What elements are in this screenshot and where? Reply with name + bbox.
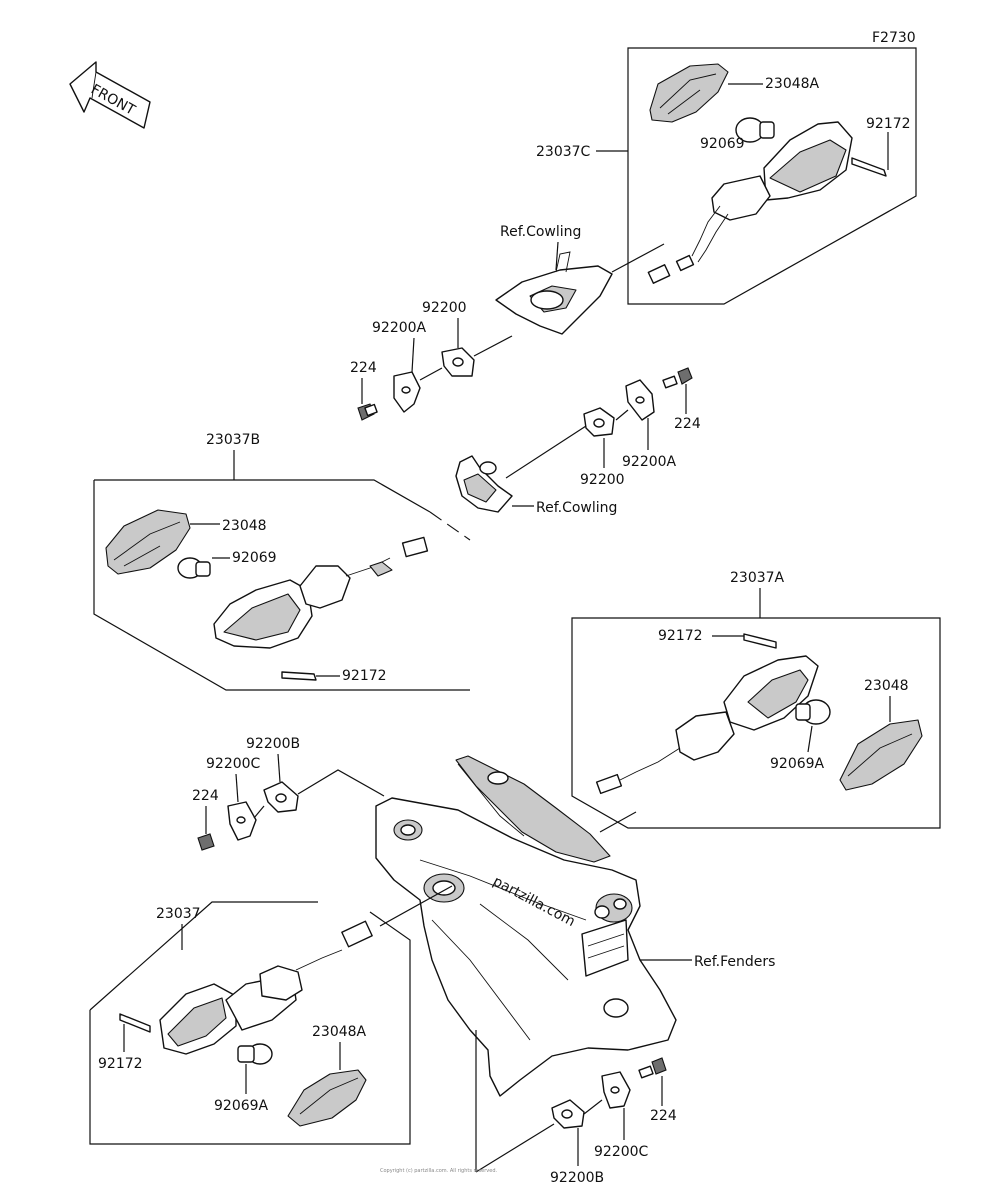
label-92172-right: 92172 [658, 628, 703, 644]
grommet-92200-mid [583, 407, 615, 437]
label-23037: 23037 [156, 906, 201, 922]
screw-92172-right [743, 633, 777, 649]
assembly-23037c-frame [627, 47, 917, 305]
label-23048a-bottom: 23048A [312, 1024, 367, 1040]
label-224-lower: 224 [192, 788, 219, 804]
label-92200b-bottom: 92200B [550, 1170, 604, 1186]
housing-23037 [159, 920, 373, 1055]
cowling-mid [455, 455, 513, 513]
label-224-left: 224 [350, 360, 377, 376]
label-92172-bottom: 92172 [98, 1056, 143, 1072]
housing-23037a [595, 655, 819, 795]
label-92200a-left: 92200A [372, 320, 427, 336]
housing-23037c [647, 121, 853, 284]
label-92200a-right: 92200A [622, 454, 677, 470]
label-92069a-bottom: 92069A [214, 1098, 269, 1114]
assembly-23037c: 23048A 92069 92172 23037C [536, 47, 917, 305]
label-92172-left: 92172 [342, 668, 387, 684]
label-92200c-bottom: 92200C [594, 1144, 649, 1160]
diagram-id: F2730 [872, 30, 916, 46]
screw-92172-top [851, 157, 887, 177]
assembly-23037b: 23037B 23048 92069 92172 [93, 432, 471, 691]
label-ref-cowling-top: Ref.Cowling [500, 224, 581, 240]
bolt-224-left [357, 403, 378, 421]
bracket-92200c-bottom [601, 1071, 631, 1109]
screw-92172-left [281, 671, 317, 681]
label-23037a: 23037A [730, 570, 785, 586]
label-ref-cowling-mid: Ref.Cowling [536, 500, 617, 516]
assembly-23037a: 23037A 92172 23048 92069A [571, 570, 941, 829]
bolt-224-bottom [638, 1057, 667, 1079]
label-224-right: 224 [674, 416, 701, 432]
label-23048-left: 23048 [222, 518, 267, 534]
bulb-92069-top [735, 117, 775, 143]
front-arrow-icon: FRONT [69, 61, 151, 129]
label-92200-top: 92200 [422, 300, 467, 316]
grommet-92200b-bottom [551, 1099, 585, 1129]
label-92200c-top: 92200C [206, 756, 261, 772]
cowling-top [495, 251, 613, 335]
footer-copyright: Copyright (c) partzilla.com. All rights … [380, 1168, 498, 1174]
rear-fender: partzilla.com [375, 755, 677, 1097]
bracket-92200c-top [227, 801, 257, 841]
label-23048a-top: 23048A [765, 76, 820, 92]
label-ref-fenders: Ref.Fenders [694, 954, 775, 970]
lens-23048a-top [649, 63, 729, 123]
label-23037c: 23037C [536, 144, 591, 160]
bolt-224-right [662, 367, 693, 389]
label-92069-top: 92069 [700, 136, 745, 152]
label-92172-top: 92172 [866, 116, 911, 132]
label-224-bottom: 224 [650, 1108, 677, 1124]
screw-92172-bottom [119, 1013, 151, 1033]
grommet-92200-top [441, 347, 475, 377]
bulb-92069a-right [795, 699, 831, 725]
label-92069a-right: 92069A [770, 756, 825, 772]
label-92069-left: 92069 [232, 550, 277, 566]
label-23048-right: 23048 [864, 678, 909, 694]
lens-23048a-bottom [287, 1069, 367, 1127]
lens-23048-left [105, 509, 191, 575]
bracket-92200a-right [625, 379, 655, 421]
grommet-92200b-top [263, 781, 299, 813]
label-23037b: 23037B [206, 432, 260, 448]
bulb-92069a-bottom [237, 1043, 273, 1065]
lens-23048-right [839, 719, 923, 791]
housing-23037b [213, 536, 429, 649]
label-92200b-top: 92200B [246, 736, 300, 752]
bracket-92200a-left [393, 371, 421, 413]
assembly-23037: 23037 92172 23048A 92069A [89, 901, 411, 1145]
bolt-224-lower [197, 833, 215, 851]
bulb-92069-left [177, 557, 211, 579]
label-92200-mid: 92200 [580, 472, 625, 488]
